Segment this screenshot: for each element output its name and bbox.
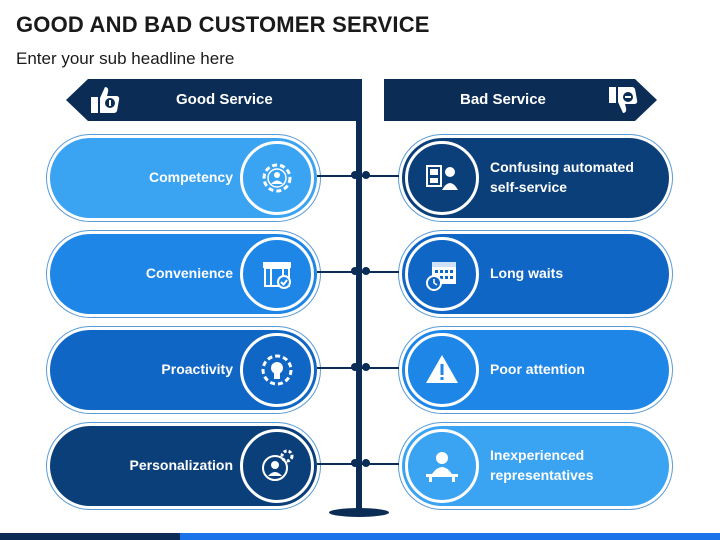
warning-icon — [405, 333, 479, 407]
thumbs-up-icon — [91, 87, 120, 113]
good-item-outline — [46, 422, 321, 510]
person-desk-icon — [405, 429, 479, 503]
connector-dot — [362, 363, 370, 371]
bad-item-outline — [398, 134, 673, 222]
bad-item-outline — [398, 422, 673, 510]
connector-dot — [362, 171, 370, 179]
good-service-sign: Good Service — [66, 79, 357, 121]
signpost-base — [329, 508, 389, 517]
bad-service-sign: Bad Service — [384, 79, 657, 121]
footer-bar-dark — [0, 533, 180, 540]
bad-item-label: Long waits — [490, 265, 564, 282]
connector-dot — [351, 267, 359, 275]
bad-item-label: Confusing automated self-service — [490, 159, 634, 195]
good-item-outline — [46, 134, 321, 222]
footer-bar-blue — [180, 533, 720, 540]
page-title: GOOD AND BAD CUSTOMER SERVICE — [16, 12, 430, 37]
good-item-label: Convenience — [145, 265, 233, 282]
bad-item-outline — [398, 230, 673, 318]
store-check-icon — [240, 237, 314, 311]
good-item-label: Competency — [148, 169, 233, 186]
connector-dot — [351, 171, 359, 179]
connector-dot — [351, 363, 359, 371]
calendar-clock-icon — [405, 237, 479, 311]
kiosk-person-icon — [405, 141, 479, 215]
person-gear-icon — [240, 429, 314, 503]
page-subtitle: Enter your sub headline here — [16, 49, 235, 68]
connector-dot — [351, 459, 359, 467]
thumbs-down-icon — [606, 83, 640, 117]
good-item-outline — [46, 326, 321, 414]
connector-dot — [362, 267, 370, 275]
gear-person-icon — [240, 141, 314, 215]
bad-item-label: Inexperienced representatives — [490, 447, 594, 483]
signpost-pole — [356, 79, 362, 511]
good-item-label: Personalization — [129, 457, 233, 474]
connector-dot — [362, 459, 370, 467]
good-item-label: Proactivity — [161, 361, 233, 378]
good-item-outline — [46, 230, 321, 318]
gear-bulb-icon — [240, 333, 314, 407]
bad-service-label: Bad Service — [460, 91, 546, 108]
good-service-label: Good Service — [176, 91, 273, 108]
bad-item-outline — [398, 326, 673, 414]
bad-item-label: Poor attention — [490, 361, 585, 378]
